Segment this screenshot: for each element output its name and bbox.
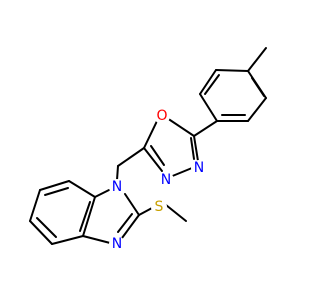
bond-oxadiazole-c2-o1 bbox=[166, 117, 195, 137]
bond-tolyl-inner-3 bbox=[204, 74, 220, 95]
bond-bz-c7-c7a bbox=[68, 180, 96, 198]
bond-methyl-tolyl bbox=[247, 47, 267, 72]
bond-bzim-c7a-n1 bbox=[94, 189, 110, 198]
bond-bz-inner-3 bbox=[79, 201, 91, 232]
bond-oxadiazole-n3-c2 bbox=[193, 135, 199, 162]
atom-nitrogen-benzimidazole-3: N bbox=[109, 236, 125, 252]
atom-label-n-benzimidazole-3: N bbox=[112, 236, 122, 252]
bond-aryl-oxadiazole bbox=[193, 120, 218, 137]
atom-label-group: O N N N N S bbox=[109, 108, 207, 252]
bond-oxadiazole-inner-1 bbox=[150, 145, 165, 166]
bond-bz-c3a-c4 bbox=[51, 235, 84, 245]
bond-bz-c5-c6 bbox=[29, 189, 41, 222]
bond-tolyl-inner-1 bbox=[251, 77, 265, 97]
atom-label-s: S bbox=[155, 199, 164, 215]
atom-label-n-benzimidazole-1: N bbox=[112, 179, 122, 195]
bond-oxadiazole-inner-2 bbox=[190, 137, 195, 160]
atom-oxygen-oxadiazole: O bbox=[154, 108, 170, 124]
bond-s-methyl bbox=[165, 204, 187, 222]
bond-bz-inner-1 bbox=[36, 217, 57, 238]
bond-tolyl-c4-c5 bbox=[199, 93, 218, 122]
atom-label-n-oxadiazole-4: N bbox=[161, 172, 171, 188]
atom-label-o: O bbox=[156, 108, 167, 124]
atom-label-n-oxadiazole-3: N bbox=[194, 160, 204, 176]
bond-group bbox=[29, 47, 267, 245]
bond-bzim-inner-c2-n3 bbox=[117, 213, 133, 233]
bond-oxadiazole-o1-c5 bbox=[143, 118, 159, 149]
atom-nitrogen-oxadiazole-3: N bbox=[191, 160, 207, 176]
bond-tolyl-c6-c1 bbox=[215, 69, 249, 72]
bond-bzim-c2-n3 bbox=[121, 214, 140, 239]
bond-oxadiazole-n4-n3 bbox=[169, 167, 193, 178]
molecule-structure-diagram: O N N N N S bbox=[29, 47, 267, 252]
atom-nitrogen-benzimidazole-1: N bbox=[109, 179, 125, 195]
bond-ch2-benzimidazole-n1 bbox=[116, 165, 119, 181]
bond-tolyl-c5-c6 bbox=[199, 69, 217, 95]
atom-sulfur-methylthio: S bbox=[151, 199, 167, 215]
bond-bzim-n1-c2 bbox=[124, 193, 140, 216]
atom-nitrogen-oxadiazole-4: N bbox=[158, 172, 174, 188]
bond-bzim-n3-c3a bbox=[82, 235, 115, 245]
bond-bz-c4-c5 bbox=[29, 220, 53, 245]
bond-bzim-c3a-c7a bbox=[82, 196, 96, 237]
bond-tolyl-c2-c3 bbox=[247, 97, 267, 122]
bond-bz-inner-2 bbox=[44, 187, 69, 196]
bond-bz-c6-c7 bbox=[39, 180, 70, 191]
bond-c2-s bbox=[138, 207, 153, 216]
bond-oxadiazole-c5-n4 bbox=[143, 147, 163, 172]
bond-oxadiazole-ch2 bbox=[117, 147, 145, 167]
